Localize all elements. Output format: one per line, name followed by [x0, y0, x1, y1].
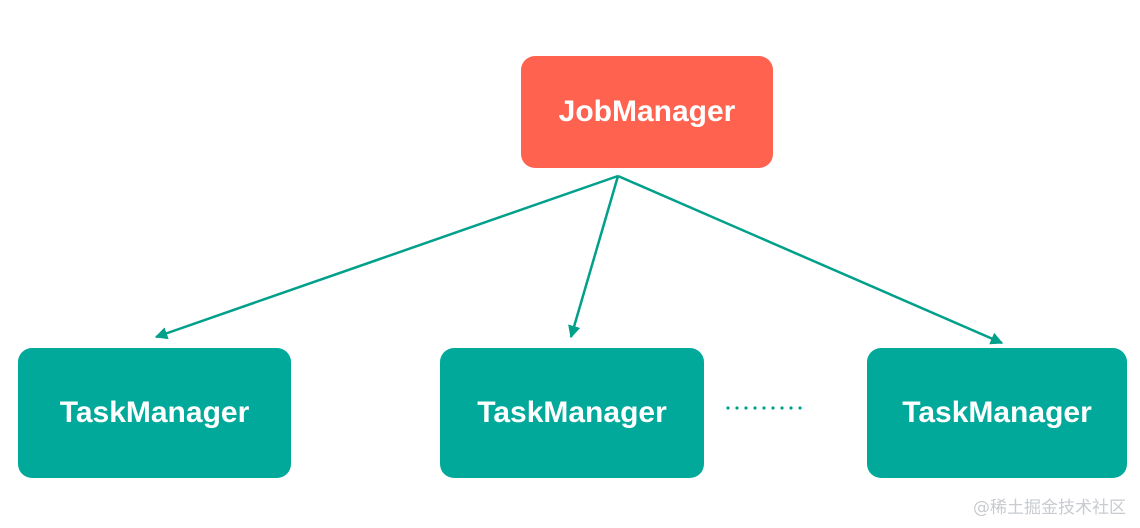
more-nodes-ellipsis — [726, 406, 802, 410]
edge-job-to-task-2 — [568, 175, 620, 339]
edge-job-to-task-1 — [154, 174, 619, 340]
watermark: @稀土掘金技术社区 — [973, 498, 1126, 518]
task-manager-node-1: TaskManager — [18, 348, 291, 478]
job-manager-node: JobManager — [521, 56, 773, 168]
task-manager-node-3: TaskManager — [867, 348, 1127, 478]
task-manager-label-2: TaskManager — [477, 396, 667, 429]
task-manager-node-2: TaskManager — [440, 348, 704, 478]
task-manager-label-3: TaskManager — [902, 396, 1092, 429]
job-manager-label: JobManager — [558, 95, 736, 128]
task-manager-label-1: TaskManager — [59, 396, 250, 429]
edge-job-to-task-3 — [617, 174, 1004, 345]
